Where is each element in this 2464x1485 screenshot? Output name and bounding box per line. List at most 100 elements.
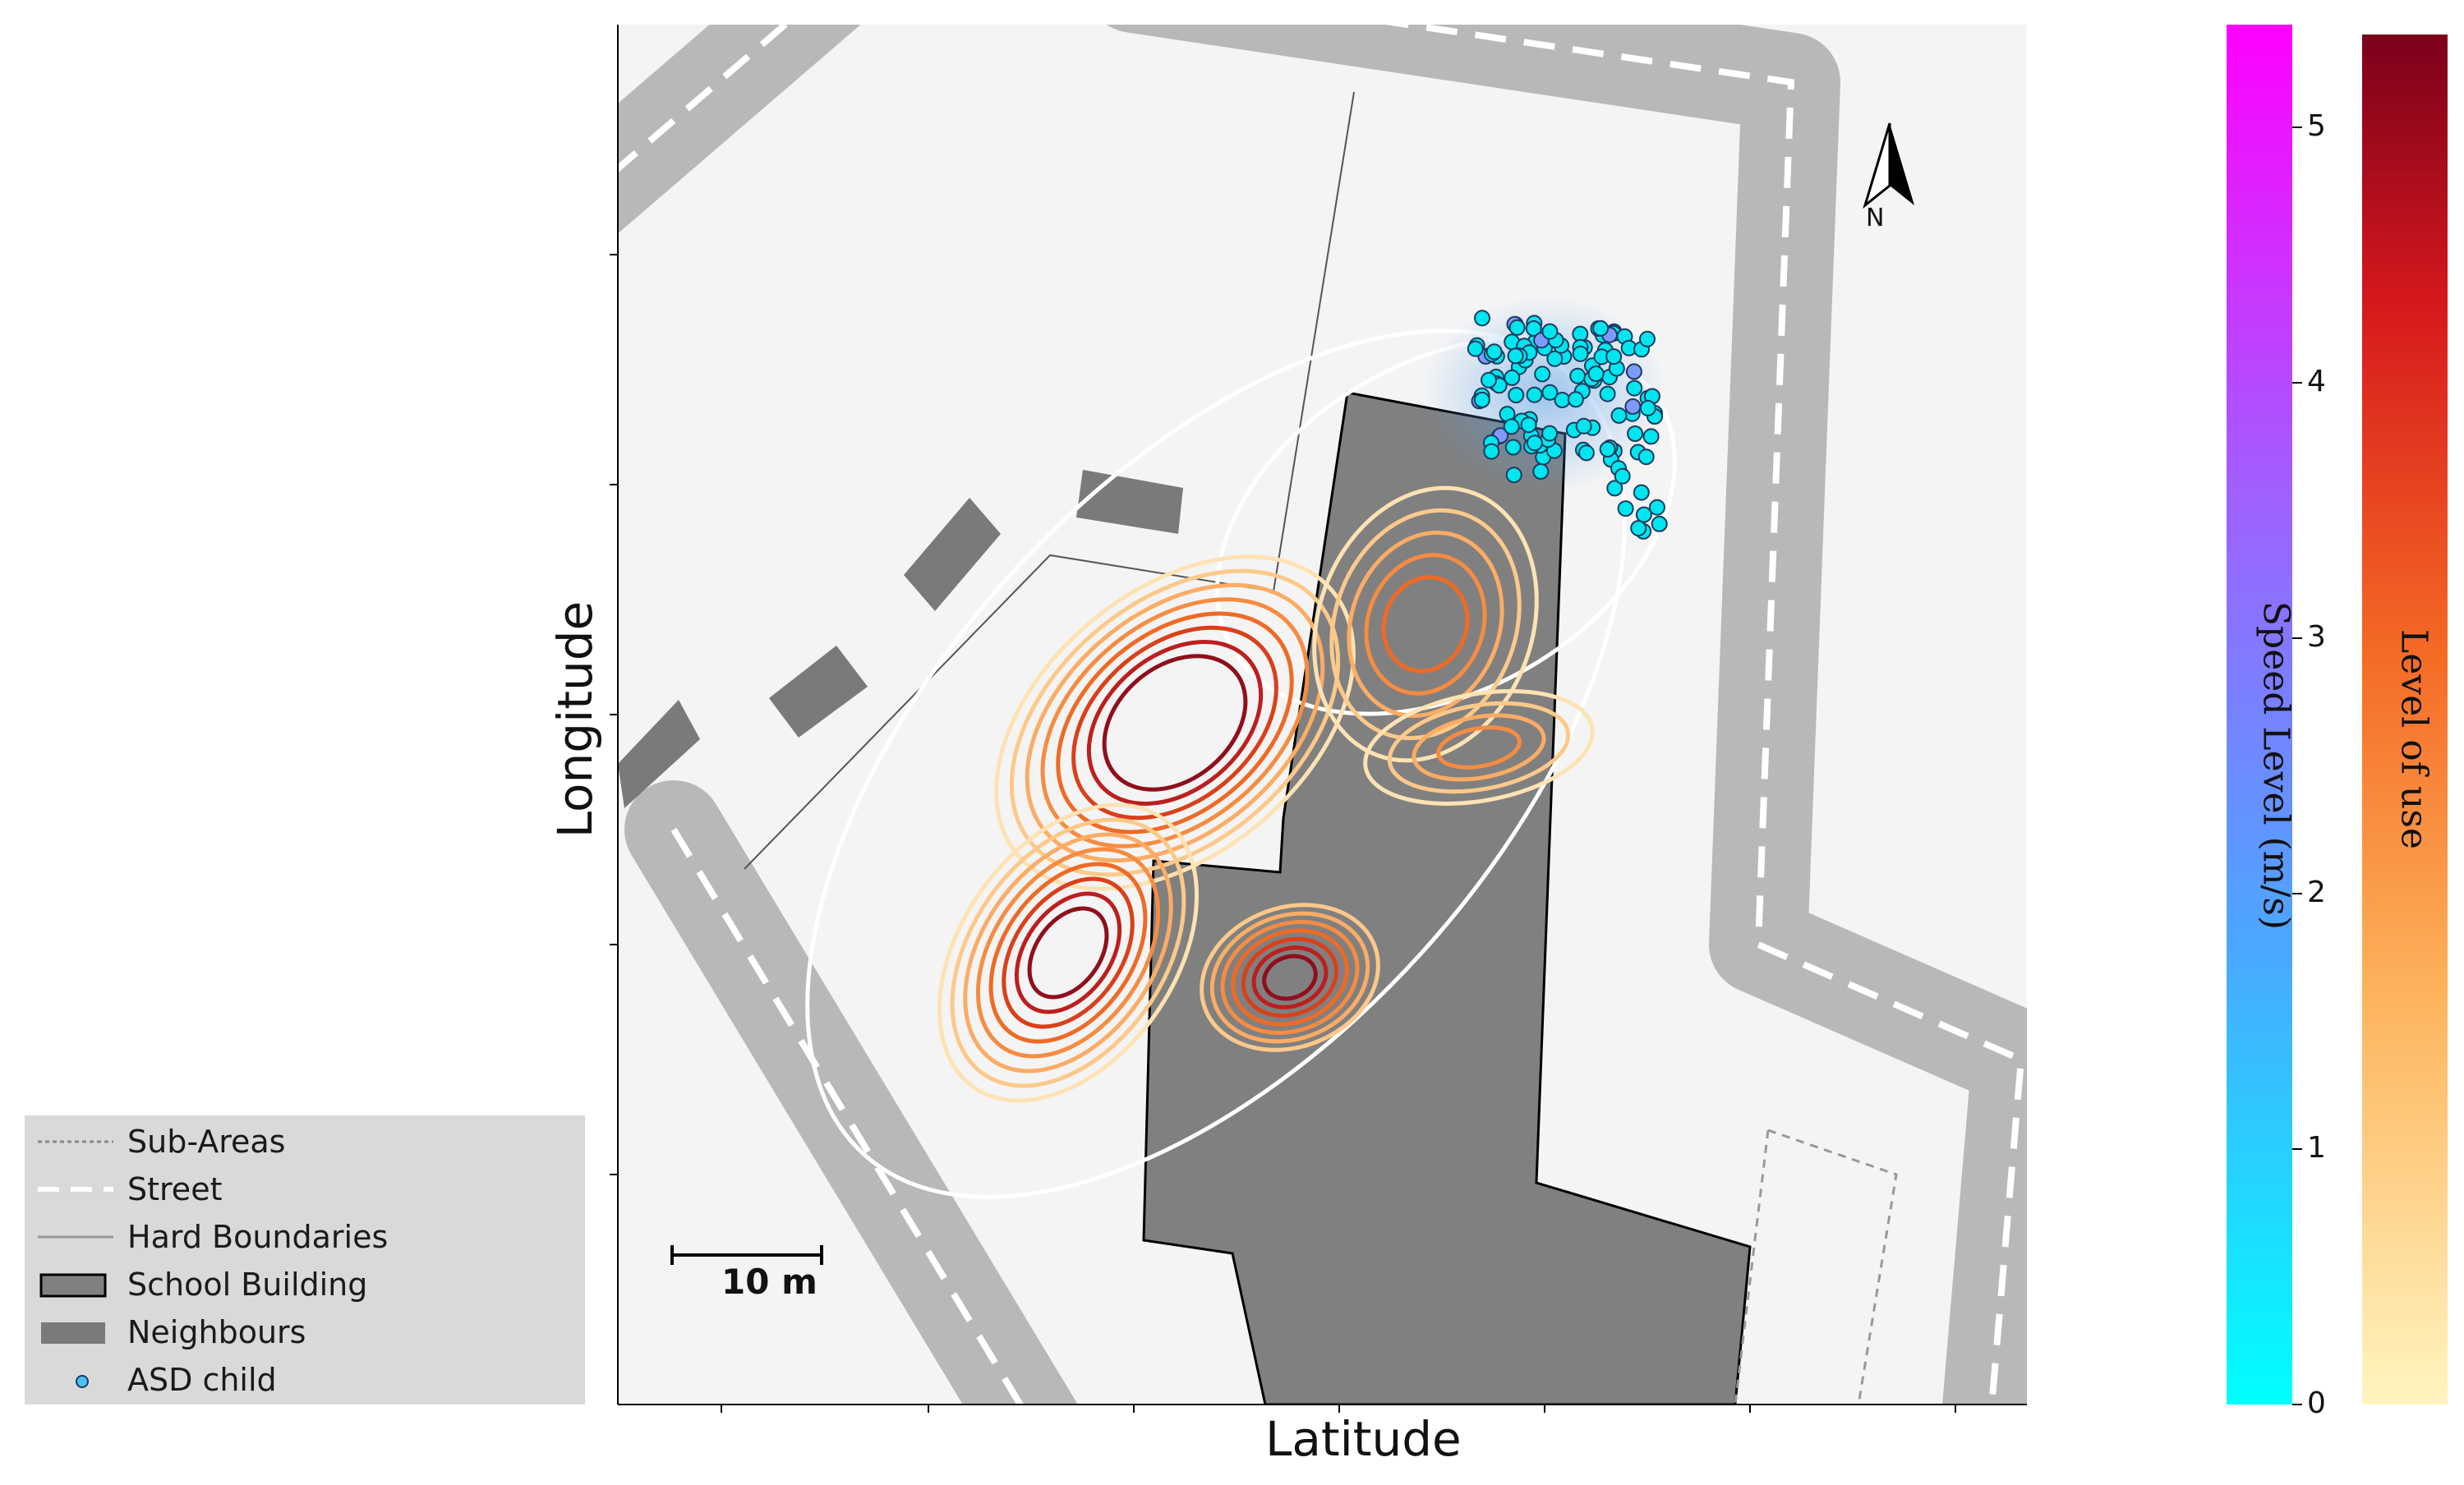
asd-child-point (1473, 391, 1490, 408)
hard-boundaries (744, 91, 1355, 870)
asd-child-point (1485, 343, 1503, 361)
asd-child-point (1642, 428, 1660, 445)
asd-child-point (1546, 350, 1564, 367)
contour-line (1363, 689, 1595, 806)
asd-child-point (1577, 444, 1595, 462)
asd-child-point (1520, 416, 1537, 434)
neighbours (618, 470, 1183, 808)
asd-child-point (1569, 367, 1587, 384)
asd-child-point (1587, 366, 1605, 382)
asd-child-point (1606, 480, 1623, 497)
contour-line (1086, 640, 1264, 806)
asd-child-point (1639, 399, 1656, 416)
legend-label: Hard Boundaries (127, 1219, 389, 1255)
contour-line (1241, 936, 1339, 1018)
legend-item-asd-child: ASD child (25, 1357, 585, 1403)
scale-bar (670, 1245, 823, 1265)
use-colorbar-label: Level of use (2393, 629, 2435, 849)
contour-line (1412, 713, 1546, 782)
asd-child-points (1467, 310, 1668, 540)
scale-bar-label: 10 m (721, 1262, 817, 1302)
legend-label: Neighbours (127, 1314, 306, 1350)
asd-child-point (1651, 515, 1668, 532)
y-axis-label: Longitude (547, 600, 603, 839)
asd-child-point (1526, 386, 1543, 403)
speed-tick-label: 0 (2307, 1386, 2326, 1420)
asd-child-point (1605, 348, 1623, 366)
asd-child-point (1624, 398, 1642, 415)
street-centerlines (618, 25, 2025, 1405)
asd-child-point (1541, 384, 1559, 401)
asd-child-point (1614, 467, 1631, 485)
contour-line (1027, 906, 1109, 1000)
gray-box-icon (41, 1322, 105, 1344)
x-axis-label: Latitude (1265, 1411, 1462, 1467)
north-label: N (1866, 204, 1885, 232)
contour-line (1025, 582, 1325, 863)
dotted-line-icon (38, 1140, 113, 1143)
asd-child-point (1503, 418, 1520, 435)
legend-item-sub-areas: Sub-Areas (25, 1119, 585, 1165)
y-ticks (610, 254, 618, 1175)
dashed-line-icon (38, 1187, 113, 1192)
asd-child-point (1525, 320, 1542, 337)
legend-label: Street (127, 1171, 223, 1207)
speed-colorbar-label: Speed Level (m/s) (2254, 600, 2297, 931)
contour-line (1381, 575, 1470, 674)
asd-child-point (1617, 500, 1634, 517)
speed-tick-label: 2 (2307, 876, 2326, 909)
contour-line (1231, 928, 1349, 1027)
asd-child-point (1567, 391, 1584, 408)
contour-line (1002, 876, 1135, 1029)
speed-colorbar-ticks (2292, 126, 2302, 1405)
contour-line (950, 817, 1186, 1088)
asd-child-point (1541, 323, 1559, 340)
asd-child-point (1630, 520, 1647, 537)
solid-line-icon (38, 1235, 113, 1239)
speed-tick-label: 3 (2307, 620, 2326, 654)
legend-label: Sub-Areas (127, 1124, 286, 1160)
contour-line (1262, 954, 1318, 1001)
sub-area (1734, 1129, 1898, 1405)
asd-child-point (1467, 340, 1484, 357)
asd-child-point (1575, 417, 1592, 434)
asd-child-point (1626, 379, 1643, 397)
asd-child-point (1504, 369, 1521, 386)
cyan-dot-icon (76, 1375, 89, 1388)
asd-child-point (1526, 434, 1543, 452)
asd-child-point (1505, 467, 1522, 484)
asd-child-point (1610, 407, 1628, 424)
x-ticks (721, 1405, 1956, 1413)
asd-child-point (1637, 448, 1655, 466)
asd-child-point (1507, 347, 1524, 365)
asd-child-point (1481, 371, 1497, 388)
legend-label: School Building (127, 1267, 368, 1303)
legend: Sub-Areas Street Hard Boundaries School … (25, 1115, 585, 1405)
legend-label: ASD child (127, 1362, 277, 1398)
contour-line (994, 554, 1356, 891)
legend-item-neighbours: Neighbours (25, 1309, 585, 1355)
asd-child-point (1599, 441, 1616, 457)
density-contours (805, 329, 1677, 1199)
contour-line (1436, 725, 1522, 770)
legend-item-school-building: School Building (25, 1262, 585, 1308)
contour-line (1014, 891, 1122, 1014)
speed-colorbar (2227, 25, 2292, 1405)
contour-line (1200, 903, 1380, 1052)
contour-line (975, 847, 1161, 1059)
asd-child-point (1648, 499, 1665, 516)
asd-child-point (1483, 443, 1500, 460)
legend-item-hard-boundaries: Hard Boundaries (25, 1214, 585, 1260)
asd-child-point (1625, 363, 1642, 380)
asd-child-point (1599, 385, 1616, 402)
asd-child-point (1508, 319, 1526, 336)
asd-child-point (1508, 387, 1525, 403)
contour-line (937, 802, 1200, 1103)
asd-child-point (1592, 320, 1610, 337)
contour-line (1071, 625, 1278, 821)
contour-line (1056, 611, 1294, 834)
contour-line (988, 862, 1148, 1044)
asd-child-point (1541, 425, 1559, 442)
contour-line (1387, 701, 1571, 794)
